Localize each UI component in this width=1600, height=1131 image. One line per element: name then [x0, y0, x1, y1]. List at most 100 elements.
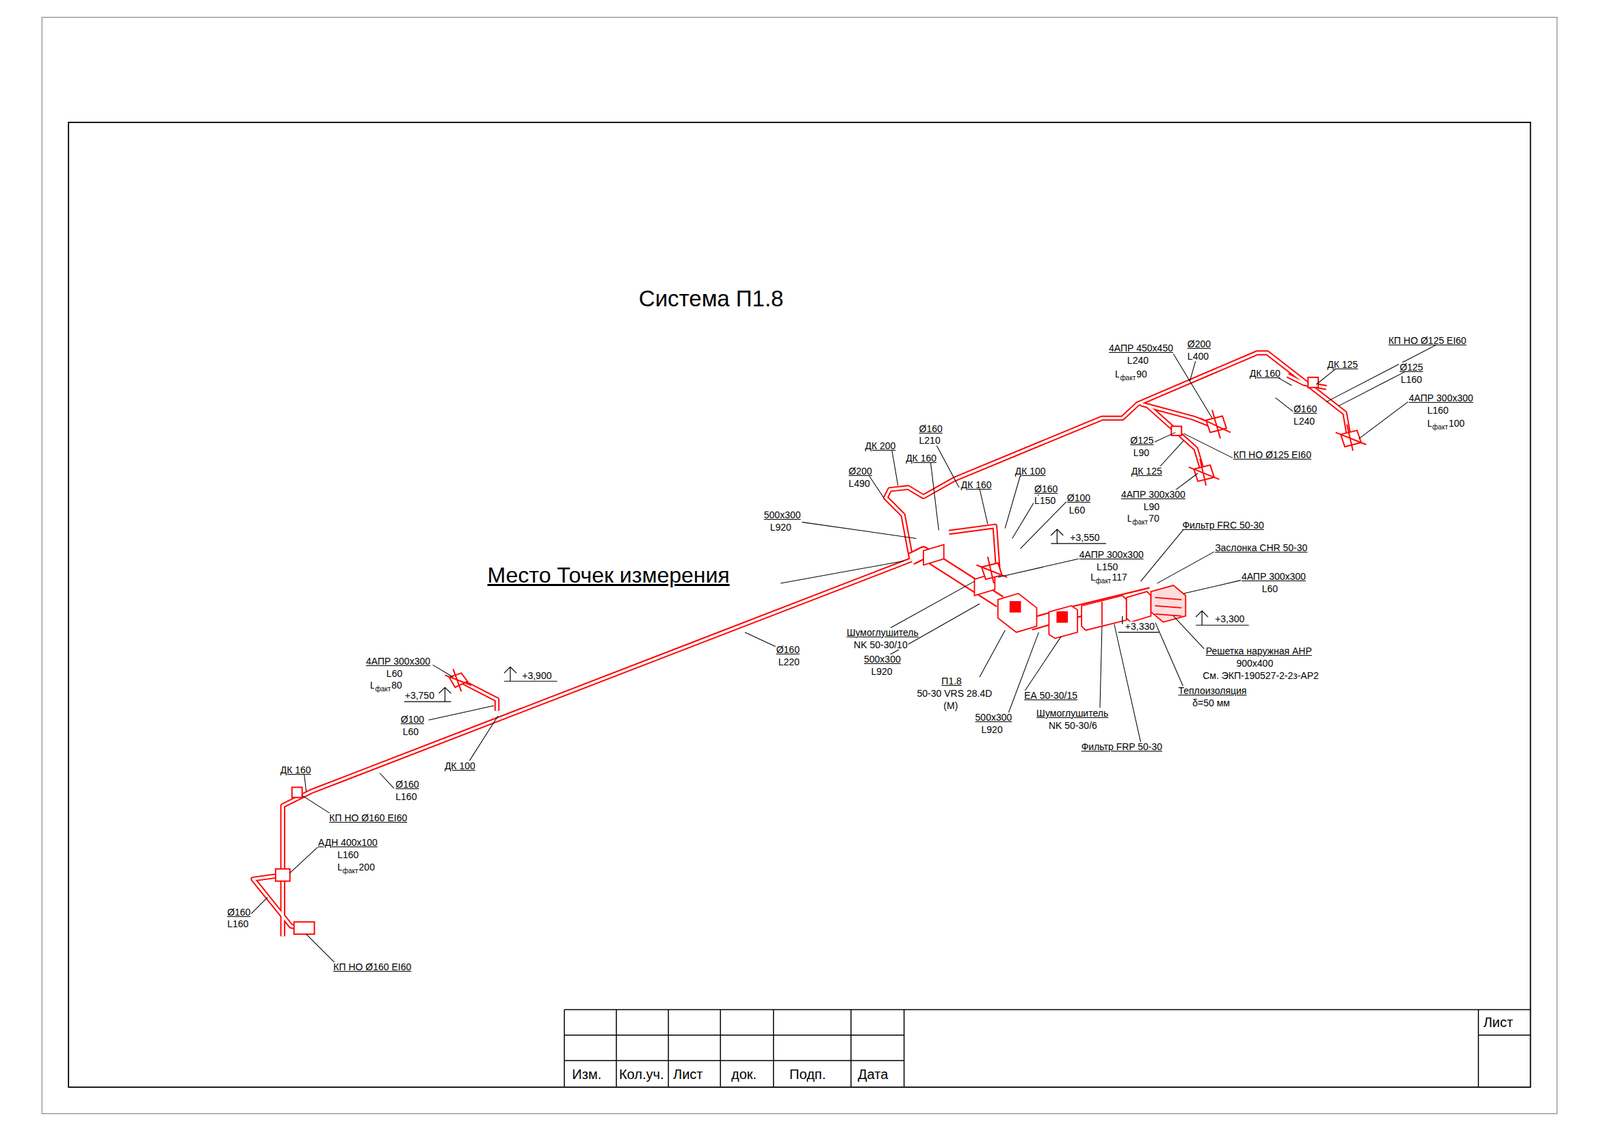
callout-label: L60	[1068, 505, 1086, 516]
callout-label: L160	[226, 919, 249, 929]
callout-label: Место Точек измерения	[487, 564, 731, 587]
callout-label: 4АПР 300х300	[1078, 549, 1145, 560]
callout-label: ДК 160	[960, 480, 993, 490]
callout-label: L160	[1400, 374, 1423, 385]
table-cell: Лист	[672, 1067, 704, 1082]
table-cell: Дата	[857, 1067, 889, 1082]
callout-label: ДК 200	[863, 441, 897, 451]
callout-label: (М)	[942, 701, 959, 711]
callout-label: ДК 125	[1326, 359, 1359, 370]
callout-label: ДК 160	[905, 453, 938, 464]
callout-label: Теплоизоляция	[1177, 686, 1248, 696]
callout-label: NK 50-30/6	[1047, 720, 1098, 731]
callout-label: L160	[1426, 405, 1449, 416]
callout-label: Заслонка CHR 50-30	[1214, 543, 1308, 553]
callout-label: Ø160	[918, 424, 944, 434]
callout-label: L60	[402, 727, 420, 737]
callout-label: 4АПР 300х300	[1240, 571, 1307, 582]
callout-label: L240	[1126, 355, 1150, 366]
callout-label: 4АПР 300х300	[365, 656, 431, 667]
callout-label: Фильтр FRC 50-30	[1181, 520, 1265, 531]
callout-label: 500х300	[863, 654, 902, 665]
callout-label: 200	[358, 862, 376, 873]
table-cell: Кол.уч.	[618, 1067, 665, 1082]
callout-label: L60	[1261, 584, 1279, 594]
callout-label: ДК 160	[1249, 368, 1282, 379]
callout-label: +3,330	[1124, 621, 1156, 632]
callout-label: П1.8	[940, 676, 963, 687]
callout-label: Ø160	[775, 645, 801, 655]
subscript-label: факт	[1119, 374, 1137, 382]
callout-label: Ø160	[1033, 484, 1059, 494]
callout-label: L490	[848, 478, 871, 489]
callout-label: Ø200	[848, 466, 873, 477]
callout-label: L90	[1132, 448, 1150, 458]
callout-label: 4АПР 450х450	[1108, 343, 1174, 353]
callout-label: 90	[1135, 369, 1148, 379]
callout-label: L160	[336, 850, 360, 860]
callout-label: ДК 160	[279, 765, 312, 776]
callout-label: 4АПР 300х300	[1120, 489, 1187, 500]
callout-label: Шумоглушитель	[846, 627, 920, 638]
callout-label: L220	[777, 657, 801, 667]
callout-label: Ø160	[394, 779, 420, 790]
callout-label: Шумоглушитель	[1035, 708, 1109, 719]
callout-label: L240	[1292, 416, 1316, 427]
callout-label: Решетка наружная АНР	[1205, 646, 1313, 657]
callout-label: 117	[1110, 572, 1128, 583]
callout-label: L60	[385, 669, 403, 679]
callout-label: 500х300	[974, 712, 1014, 723]
callout-label: КП НО Ø125 EI60	[1232, 450, 1313, 460]
table-cell: Изм.	[571, 1067, 602, 1082]
callout-label: +3,900	[521, 671, 553, 681]
callout-label: 70	[1147, 513, 1161, 524]
subscript-label: факт	[1095, 578, 1113, 585]
callout-label: NK 50-30/10	[853, 640, 909, 650]
subscript-label: факт	[342, 868, 360, 875]
callout-label: 50-30 VRS 28.4D	[916, 688, 994, 699]
callout-label: Ø125	[1129, 435, 1154, 446]
subscript-label: факт	[1131, 519, 1149, 527]
callout-label: Ø100	[400, 714, 425, 725]
callout-label: ДК 100	[443, 761, 477, 771]
callout-label: +3,550	[1069, 532, 1100, 543]
callout-label: L210	[918, 435, 942, 446]
callout-label: См. ЭКП-190527-2-2з-АР2	[1201, 671, 1320, 681]
callout-label: L160	[394, 792, 418, 802]
callout-label: L150	[1033, 495, 1057, 506]
callout-label: 900х400	[1235, 658, 1274, 669]
callout-label: Ø160	[226, 907, 252, 918]
table-cell: Подп.	[788, 1067, 827, 1082]
drawing-title: Система П1.8	[638, 287, 784, 310]
callout-label: δ=50 мм	[1191, 698, 1231, 708]
callout-label: L150	[1095, 562, 1119, 572]
table-cell: Лист	[1482, 1015, 1514, 1030]
subscript-label: факт	[374, 686, 392, 693]
table-cell: док.	[730, 1067, 758, 1082]
callout-label: +3,750	[404, 690, 436, 701]
callout-label: +3,300	[1214, 614, 1245, 624]
callout-label: ЕА 50-30/15	[1023, 690, 1079, 701]
callout-label: L920	[870, 666, 893, 677]
callout-label: КП НО Ø160 EI60	[328, 813, 408, 823]
callout-label: Ø160	[1292, 404, 1318, 414]
callout-label: L920	[980, 725, 1004, 735]
callout-label: Ø100	[1066, 493, 1092, 503]
callout-label: ДК 125	[1130, 466, 1163, 477]
callout-label: Ø200	[1186, 339, 1212, 349]
callout-label: КП НО Ø160 EI60	[332, 962, 412, 973]
subscript-label: факт	[1431, 424, 1449, 431]
callout-label: L400	[1186, 351, 1210, 362]
callout-label: Фильтр FRP 50-30	[1080, 742, 1163, 752]
callout-label: 4АПР 300х300	[1408, 393, 1475, 403]
callout-label: ДК 100	[1014, 466, 1047, 477]
callout-label: АДН 400х100	[317, 837, 379, 848]
callout-label: L920	[769, 522, 793, 533]
callout-label: КП НО Ø125 EI60	[1387, 335, 1468, 346]
callout-label: 500х300	[763, 510, 802, 520]
callout-label: L90	[1143, 502, 1161, 512]
callout-label: 100	[1448, 418, 1466, 429]
callout-label: 80	[390, 680, 403, 691]
